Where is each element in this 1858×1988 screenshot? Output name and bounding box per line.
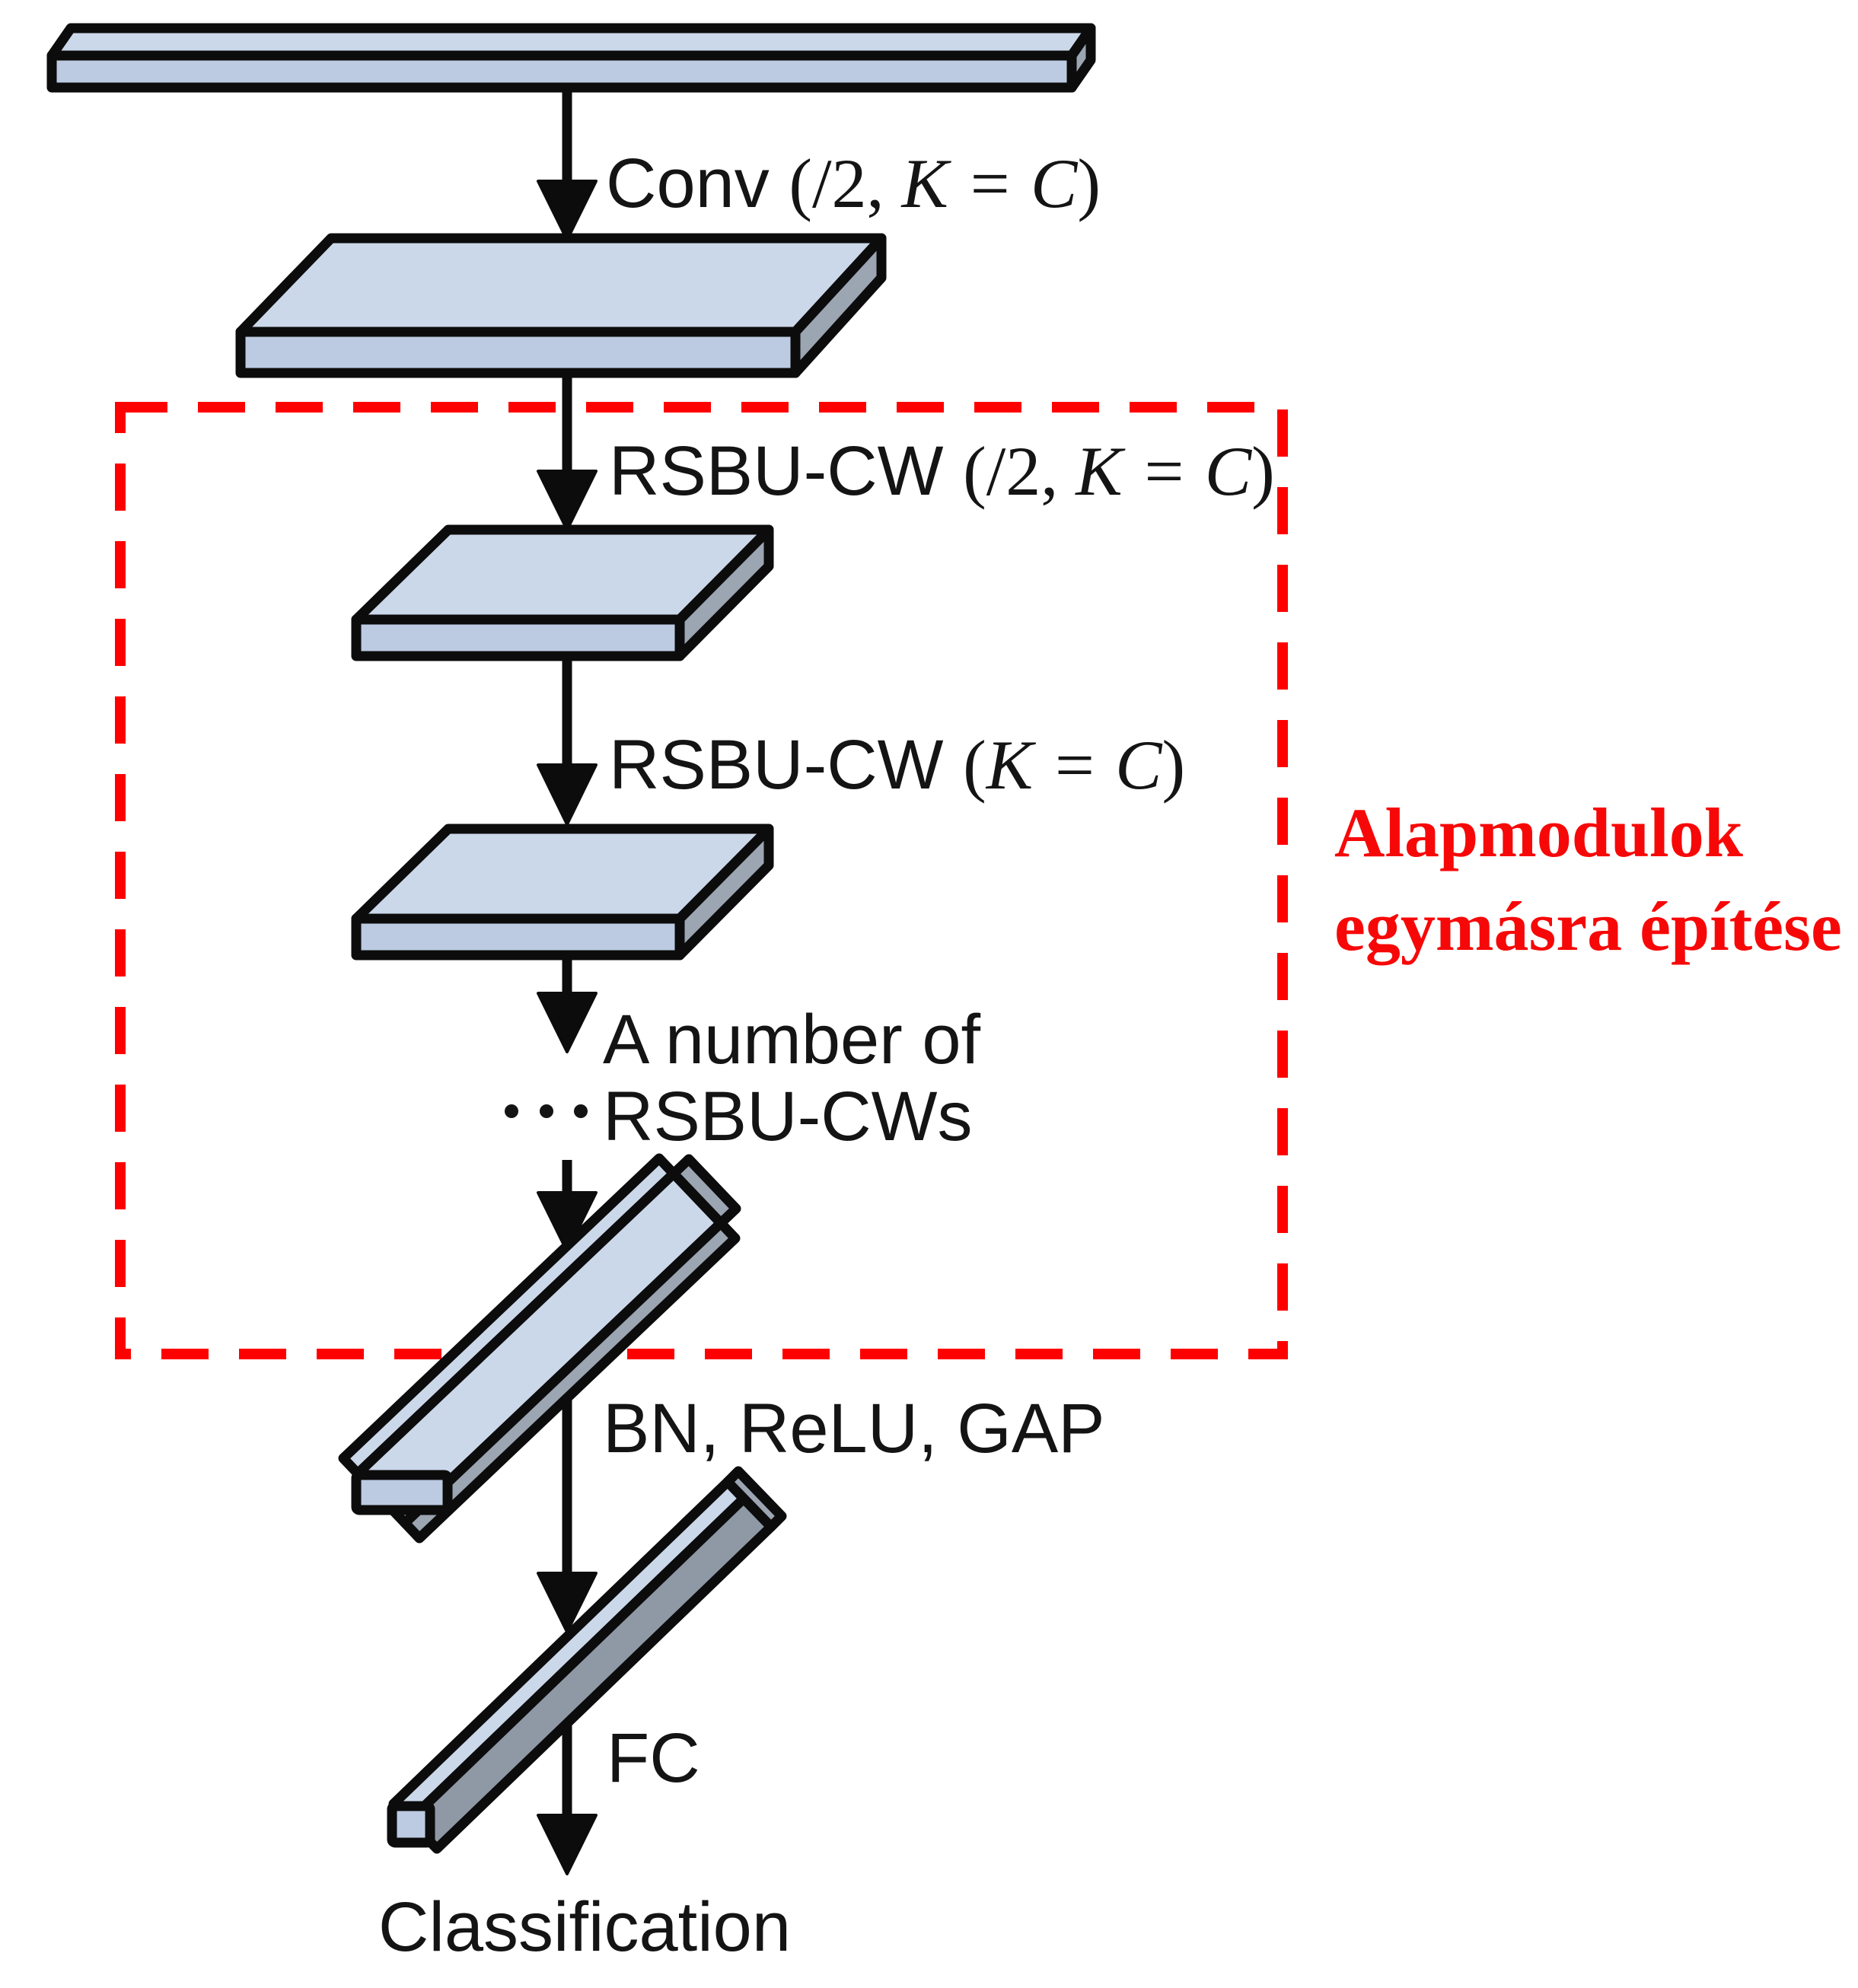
gap-feature-vector (387, 1466, 787, 1854)
ellipsis-dots (505, 1104, 588, 1118)
classification-label: Classification (378, 1888, 791, 1966)
rsbu2-feature-map-side-face (674, 824, 774, 961)
annotation-line2: egymásra építése (1334, 887, 1842, 965)
conv-feature-map (235, 233, 887, 378)
stack-arrow-head (537, 992, 598, 1053)
ellipsis-dot-2 (540, 1104, 553, 1118)
rsbu-label: RSBU-CW (K = C) (609, 726, 1185, 804)
bn-relu-gap-label: BN, ReLU, GAP (603, 1390, 1105, 1467)
rsbu-downsample-label: RSBU-CW (/2, K = C) (609, 432, 1275, 510)
gap-feature-vector-face (404, 1493, 776, 1854)
rsbu2-arrow (537, 656, 598, 826)
gap-arrow-head (537, 1191, 598, 1253)
conv-arrow (537, 89, 598, 241)
gap-feature-vector-lower-cap (387, 1801, 435, 1848)
conv-label: Conv (/2, K = C) (606, 145, 1101, 222)
fc-arrow-head (537, 1814, 598, 1875)
input-signal-bar (46, 23, 1096, 93)
stacked-output-bar-upper-cap (668, 1154, 741, 1228)
rsbu2-arrow-head (537, 763, 598, 826)
gap-feature-vector-upper-cap (722, 1466, 787, 1532)
rsbu1-feature-map-side-face (674, 524, 774, 661)
annotation-line1: Alapmodulok (1334, 794, 1744, 871)
stack-note-line1: A number of (603, 1001, 981, 1078)
ellipsis-dot-3 (574, 1104, 588, 1118)
rsbu2-feature-map (351, 824, 774, 961)
stacked-output-bar (338, 1153, 741, 1544)
input-signal-bar-end-cap (1066, 23, 1096, 93)
conv-feature-map-front-face (235, 327, 801, 378)
rsbu1-arrow (537, 375, 598, 531)
input-signal-bar-front-face (46, 50, 1077, 93)
rsbu2-feature-map-front-face (351, 913, 685, 961)
rsbu1-feature-map (351, 524, 774, 661)
fc-label: FC (607, 1719, 700, 1797)
gap-arrow (537, 1160, 598, 1253)
conv-feature-map-side-face (790, 233, 887, 378)
bn-relu-gap-arrow-head (537, 1572, 598, 1633)
conv-feature-map-top-face (235, 233, 887, 337)
stacked-output-bar-lower-cap (351, 1470, 453, 1515)
stack-arrow (537, 958, 598, 1053)
fc-arrow (537, 1720, 598, 1875)
ellipsis-dot-1 (505, 1104, 518, 1118)
rsbu1-arrow-head (537, 470, 598, 531)
stack-note-line2: RSBU-CWs (603, 1078, 973, 1155)
conv-arrow-head (537, 180, 598, 241)
basic-modules-dashed-box (115, 402, 1288, 1359)
stacked-output-bar-side-strip (400, 1218, 741, 1544)
rsbu1-feature-map-front-face (351, 614, 685, 661)
